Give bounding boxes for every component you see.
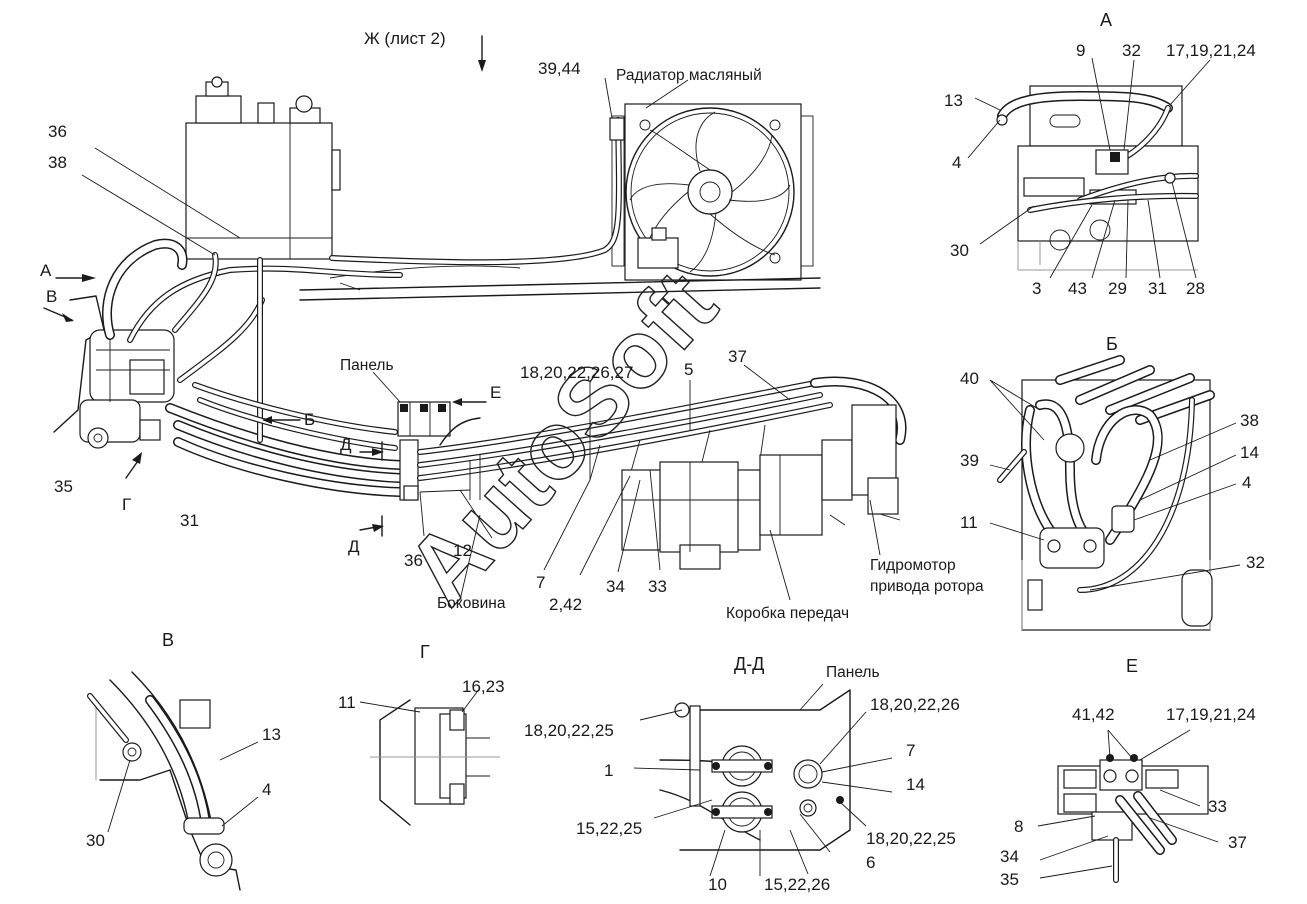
pump-assembly xyxy=(53,295,175,449)
labels-view-e: Е 41,42 17,19,21,24 33 8 37 34 35 xyxy=(1000,656,1256,889)
view-v-4: 4 xyxy=(262,780,271,799)
view-a-32: 32 xyxy=(1122,41,1141,60)
view-dd-1: 1 xyxy=(604,761,613,780)
label-7: 7 xyxy=(536,573,545,592)
label-arrow-b: Б xyxy=(304,410,315,429)
label-panel: Панель xyxy=(340,357,394,374)
view-dd-15a: 15,22,25 xyxy=(576,819,642,838)
view-a-29: 29 xyxy=(1108,279,1127,298)
view-e-37: 37 xyxy=(1228,833,1247,852)
label-36a: 36 xyxy=(48,122,67,141)
label-33: 33 xyxy=(648,577,667,596)
labels-view-b: Б 40 38 14 39 4 11 32 xyxy=(960,334,1265,572)
section-arrows xyxy=(43,35,487,537)
view-a-43: 43 xyxy=(1068,279,1087,298)
view-b-32: 32 xyxy=(1246,553,1265,572)
oil-tank xyxy=(185,76,341,260)
label-arrow-v: В xyxy=(46,287,57,306)
label-gearbox: Коробка передач xyxy=(726,605,849,622)
label-zh-sheet: Ж (лист 2) xyxy=(364,29,446,48)
view-a-17: 17,19,21,24 xyxy=(1166,41,1256,60)
view-a-detail xyxy=(967,57,1211,279)
view-g-16: 16,23 xyxy=(462,677,505,696)
view-b-title: Б xyxy=(1106,334,1118,354)
label-36b: 36 xyxy=(404,551,423,570)
view-e-detail xyxy=(1037,729,1219,883)
view-a-title: А xyxy=(1100,10,1112,30)
labels-main: Ж (лист 2) 39,44 Радиатор масляный 36 38… xyxy=(40,29,984,622)
view-g-detail xyxy=(359,687,500,826)
view-e-title: Е xyxy=(1126,656,1138,676)
label-18-27: 18,20,22,26,27 xyxy=(520,363,633,382)
label-arrow-e: Е xyxy=(490,383,501,402)
label-5: 5 xyxy=(684,360,693,379)
labels-view-a: А 9 32 17,19,21,24 13 4 30 3 43 29 31 28 xyxy=(944,10,1256,298)
main-view xyxy=(43,35,907,601)
view-dd-14: 14 xyxy=(906,775,925,794)
labels-view-v: В 13 4 30 xyxy=(86,630,281,850)
label-35: 35 xyxy=(54,477,73,496)
label-hydromotor-1: Гидромотор xyxy=(870,557,956,574)
view-e-33: 33 xyxy=(1208,797,1227,816)
view-e-35: 35 xyxy=(1000,870,1019,889)
view-a-9: 9 xyxy=(1076,41,1085,60)
view-dd-panel: Панель xyxy=(826,664,880,681)
view-dd-15b: 15,22,26 xyxy=(764,875,830,894)
view-dd-18a: 18,20,22,25 xyxy=(524,721,614,740)
label-31: 31 xyxy=(180,511,199,530)
view-g-11: 11 xyxy=(338,693,356,712)
label-arrow-d1: Д xyxy=(340,435,352,454)
label-hydromotor-2: привода ротора xyxy=(870,578,984,595)
label-37: 37 xyxy=(728,347,747,366)
view-v-13: 13 xyxy=(262,725,281,744)
label-arrow-g: Г xyxy=(122,495,131,514)
view-e-17: 17,19,21,24 xyxy=(1166,705,1256,724)
main-leaders xyxy=(81,77,881,601)
labels-view-g: Г 11 16,23 xyxy=(338,642,505,712)
label-radiator: Радиатор масляный xyxy=(616,67,762,84)
view-dd-6: 6 xyxy=(866,853,875,872)
oil-radiator xyxy=(611,103,814,281)
view-b-4: 4 xyxy=(1242,473,1251,492)
view-b-11: 11 xyxy=(960,513,978,532)
view-a-3: 3 xyxy=(1032,279,1041,298)
label-34: 34 xyxy=(606,577,625,596)
view-b-39: 39 xyxy=(960,451,979,470)
view-v-30: 30 xyxy=(86,831,105,850)
label-arrow-a: А xyxy=(40,261,52,280)
view-e-8: 8 xyxy=(1014,817,1023,836)
gearbox xyxy=(621,404,901,570)
label-12: 12 xyxy=(453,541,472,560)
view-b-40: 40 xyxy=(960,369,979,388)
view-dd-18b: 18,20,22,26 xyxy=(870,695,960,714)
view-b-detail xyxy=(989,355,1241,631)
view-dd-10: 10 xyxy=(708,875,727,894)
view-dd-7: 7 xyxy=(906,741,915,760)
view-a-31: 31 xyxy=(1148,279,1167,298)
view-a-4: 4 xyxy=(952,153,961,172)
labels-view-dd: Д-Д Панель 18,20,22,25 18,20,22,26 1 7 1… xyxy=(524,654,960,894)
view-dd-title: Д-Д xyxy=(734,654,764,674)
view-dd-detail xyxy=(633,683,893,877)
view-b-14: 14 xyxy=(1240,443,1259,462)
view-v-title: В xyxy=(162,630,174,650)
long-pipes xyxy=(417,376,907,500)
view-a-28: 28 xyxy=(1186,279,1205,298)
label-bokovina: Боковина xyxy=(437,595,506,612)
label-arrow-d2: Д xyxy=(348,537,360,556)
view-a-30: 30 xyxy=(950,241,969,260)
view-g-title: Г xyxy=(420,642,430,662)
label-2-42: 2,42 xyxy=(549,595,582,614)
view-e-41: 41,42 xyxy=(1072,705,1115,724)
view-v-detail xyxy=(87,671,259,891)
view-e-34: 34 xyxy=(1000,847,1019,866)
label-38a: 38 xyxy=(48,153,67,172)
view-b-38: 38 xyxy=(1240,411,1259,430)
label-radiator-pos: 39,44 xyxy=(538,59,581,78)
view-dd-18c: 18,20,22,25 xyxy=(866,829,956,848)
panel-block xyxy=(397,401,451,501)
hose-bundle xyxy=(102,238,405,497)
view-a-13: 13 xyxy=(944,91,963,110)
